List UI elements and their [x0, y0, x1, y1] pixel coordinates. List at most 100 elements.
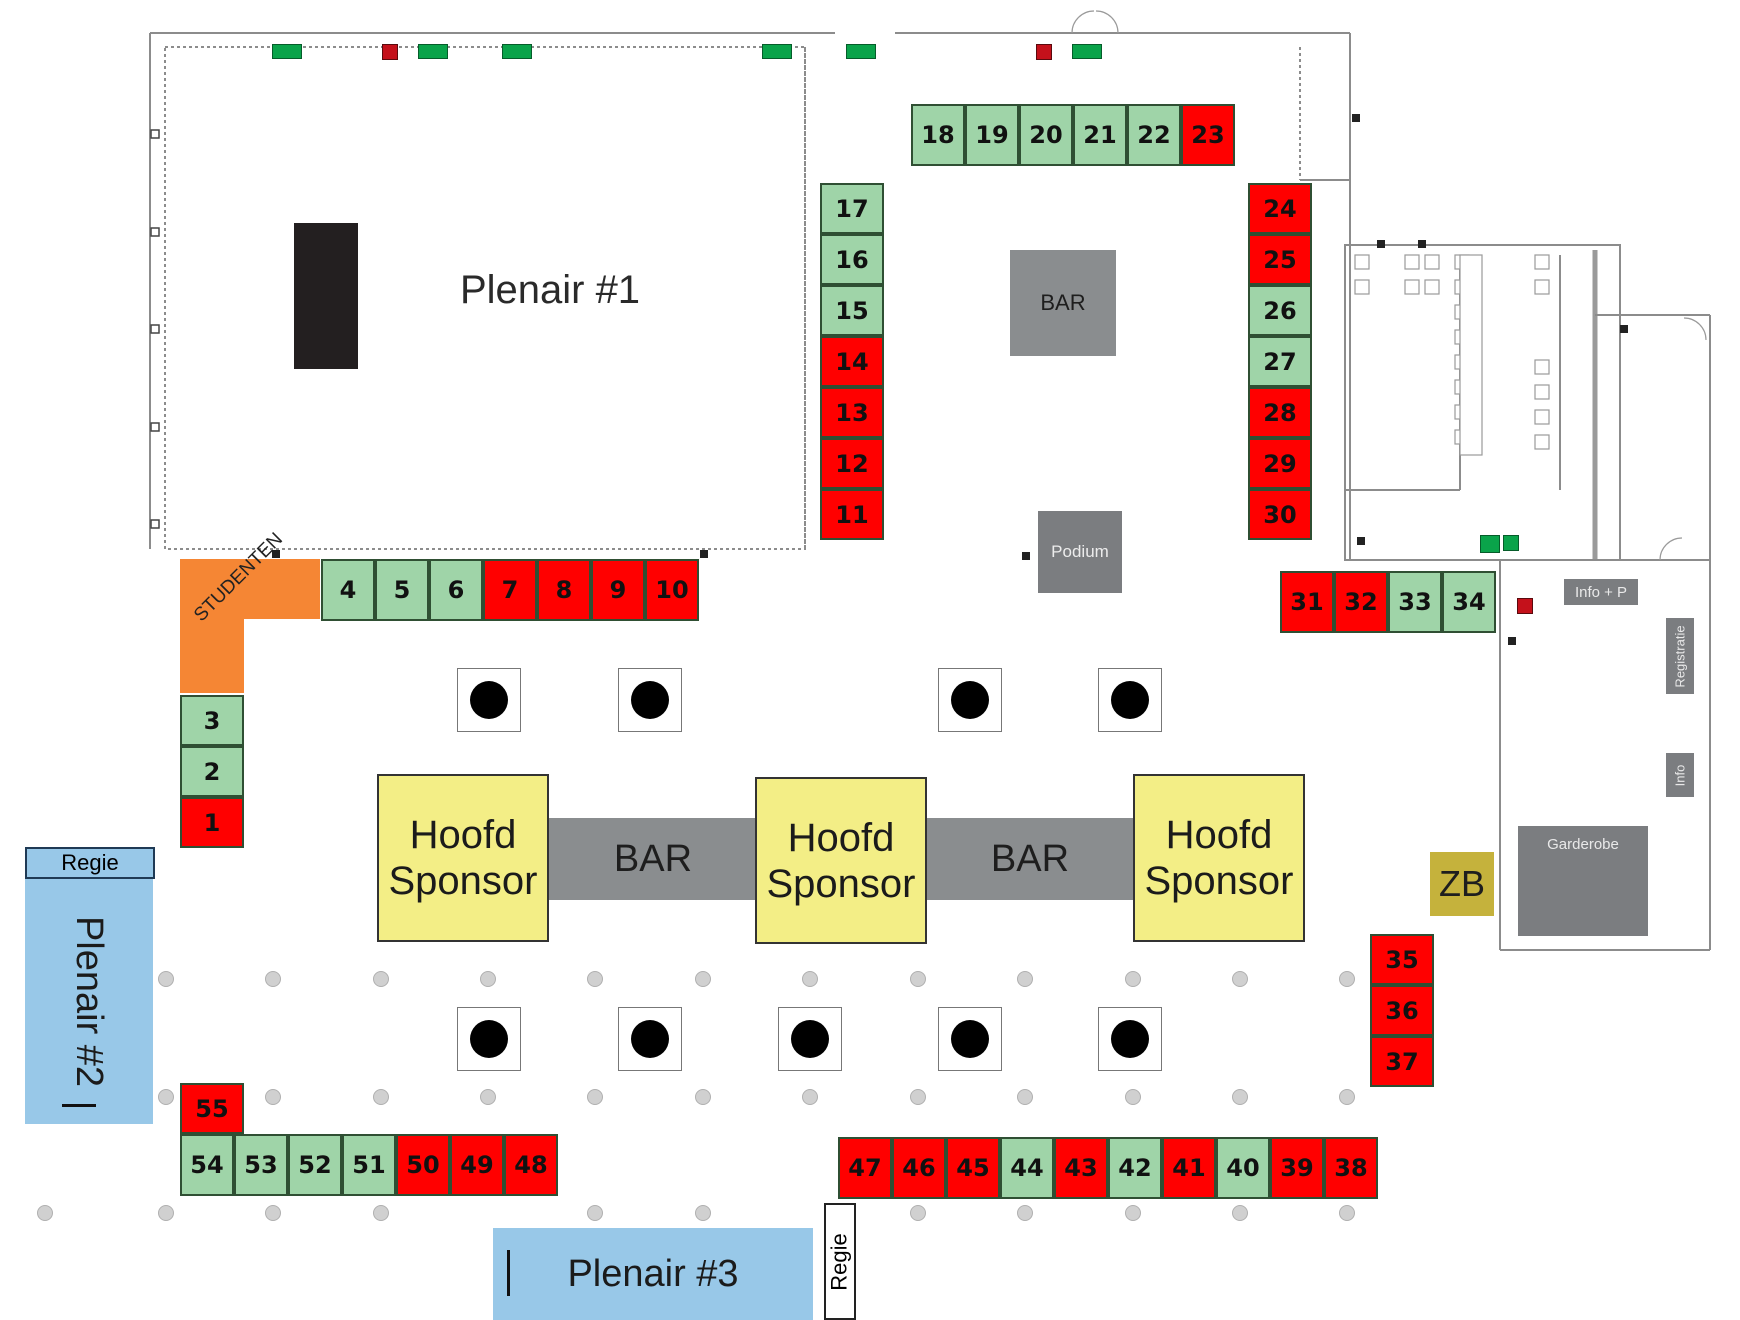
first-aid-sign-icon: [1503, 535, 1519, 551]
booth-22[interactable]: 22: [1127, 104, 1181, 166]
bar-left[interactable]: BAR: [548, 818, 758, 900]
booth-42[interactable]: 42: [1108, 1137, 1162, 1199]
info-p-desk[interactable]: Info + P: [1564, 579, 1638, 605]
post: [1125, 1089, 1141, 1105]
booth-55[interactable]: 55: [180, 1083, 244, 1134]
garderobe[interactable]: Garderobe: [1518, 826, 1648, 936]
fire-extinguisher-icon: [1036, 44, 1052, 60]
plenair-2[interactable]: Plenair #2: [25, 879, 153, 1124]
booth-51[interactable]: 51: [342, 1134, 396, 1196]
booth-2[interactable]: 2: [180, 746, 244, 797]
podium[interactable]: Podium: [1038, 511, 1122, 593]
booth-16[interactable]: 16: [820, 234, 884, 285]
bar-top[interactable]: BAR: [1010, 250, 1116, 356]
pillar: [457, 668, 521, 732]
booth-20[interactable]: 20: [1019, 104, 1073, 166]
booth-52[interactable]: 52: [288, 1134, 342, 1196]
booth-10[interactable]: 10: [645, 559, 699, 621]
post: [1339, 1089, 1355, 1105]
zb-zone[interactable]: ZB: [1430, 852, 1494, 916]
booth-11[interactable]: 11: [820, 489, 884, 540]
booth-25[interactable]: 25: [1248, 234, 1312, 285]
pillar: [938, 668, 1002, 732]
post: [1232, 1205, 1248, 1221]
hoofd-sponsor-right[interactable]: Hoofd Sponsor: [1133, 774, 1305, 942]
info-desk[interactable]: Info: [1666, 753, 1694, 797]
booth-23[interactable]: 23: [1181, 104, 1235, 166]
booth-36[interactable]: 36: [1370, 985, 1434, 1036]
pillar: [778, 1007, 842, 1071]
booth-14[interactable]: 14: [820, 336, 884, 387]
exit-sign-icon: [1072, 44, 1102, 59]
booth-9[interactable]: 9: [591, 559, 645, 621]
booth-50[interactable]: 50: [396, 1134, 450, 1196]
booth-48[interactable]: 48: [504, 1134, 558, 1196]
hoofd-sponsor-center[interactable]: Hoofd Sponsor: [755, 777, 927, 944]
booth-3[interactable]: 3: [180, 695, 244, 746]
booth-19[interactable]: 19: [965, 104, 1019, 166]
booth-47[interactable]: 47: [838, 1137, 892, 1199]
hoofd-sponsor-left[interactable]: Hoofd Sponsor: [377, 774, 549, 942]
booth-24[interactable]: 24: [1248, 183, 1312, 234]
booth-33[interactable]: 33: [1388, 571, 1442, 633]
registratie-desk[interactable]: Registratie: [1666, 618, 1694, 694]
booth-44[interactable]: 44: [1000, 1137, 1054, 1199]
post: [1017, 1089, 1033, 1105]
sponsor-line1: Hoofd: [1165, 813, 1273, 857]
booth-54[interactable]: 54: [180, 1134, 234, 1196]
booth-30[interactable]: 30: [1248, 489, 1312, 540]
booth-41[interactable]: 41: [1162, 1137, 1216, 1199]
post: [373, 1089, 389, 1105]
post: [373, 971, 389, 987]
pillar: [938, 1007, 1002, 1071]
booth-37[interactable]: 37: [1370, 1036, 1434, 1087]
booth-17[interactable]: 17: [820, 183, 884, 234]
pillar: [457, 1007, 521, 1071]
booth-46[interactable]: 46: [892, 1137, 946, 1199]
regie-bottom[interactable]: Regie: [824, 1203, 856, 1320]
plenair-3[interactable]: Plenair #3: [493, 1228, 813, 1320]
booth-45[interactable]: 45: [946, 1137, 1000, 1199]
aed-sign-icon: [1480, 535, 1500, 553]
booth-5[interactable]: 5: [375, 559, 429, 621]
booth-39[interactable]: 39: [1270, 1137, 1324, 1199]
booth-34[interactable]: 34: [1442, 571, 1496, 633]
booth-1[interactable]: 1: [180, 797, 244, 848]
sponsor-line2: Sponsor: [388, 859, 538, 903]
booth-26[interactable]: 26: [1248, 285, 1312, 336]
booth-7[interactable]: 7: [483, 559, 537, 621]
booth-13[interactable]: 13: [820, 387, 884, 438]
booth-49[interactable]: 49: [450, 1134, 504, 1196]
booth-32[interactable]: 32: [1334, 571, 1388, 633]
post: [695, 1205, 711, 1221]
booth-18[interactable]: 18: [911, 104, 965, 166]
exit-sign-icon: [846, 44, 876, 59]
booth-35[interactable]: 35: [1370, 934, 1434, 985]
post: [265, 1089, 281, 1105]
booth-8[interactable]: 8: [537, 559, 591, 621]
pillar: [618, 668, 682, 732]
post: [158, 1205, 174, 1221]
studenten-zone[interactable]: STUDENTEN: [180, 529, 320, 693]
post: [1017, 971, 1033, 987]
booth-12[interactable]: 12: [820, 438, 884, 489]
booth-6[interactable]: 6: [429, 559, 483, 621]
booth-28[interactable]: 28: [1248, 387, 1312, 438]
booth-43[interactable]: 43: [1054, 1137, 1108, 1199]
pillar: [1098, 1007, 1162, 1071]
booth-21[interactable]: 21: [1073, 104, 1127, 166]
booth-40[interactable]: 40: [1216, 1137, 1270, 1199]
sponsor-line2: Sponsor: [766, 861, 916, 906]
booth-38[interactable]: 38: [1324, 1137, 1378, 1199]
booth-15[interactable]: 15: [820, 285, 884, 336]
booth-29[interactable]: 29: [1248, 438, 1312, 489]
sponsor-line2: Sponsor: [1144, 859, 1294, 903]
regie-left[interactable]: Regie: [25, 847, 155, 879]
booth-27[interactable]: 27: [1248, 336, 1312, 387]
booth-53[interactable]: 53: [234, 1134, 288, 1196]
booth-31[interactable]: 31: [1280, 571, 1334, 633]
booth-4[interactable]: 4: [321, 559, 375, 621]
bar-right[interactable]: BAR: [925, 818, 1135, 900]
